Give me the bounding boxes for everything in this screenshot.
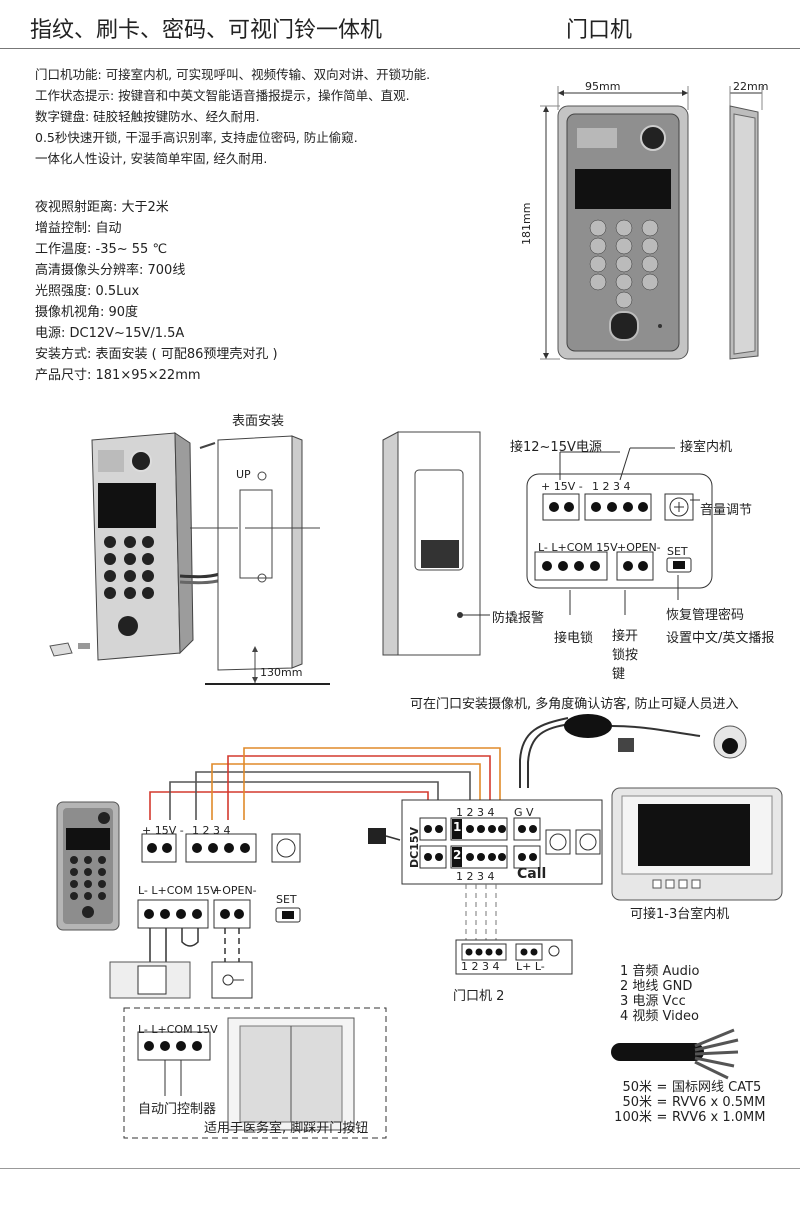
cable-legend-item: 1 音频 Audio	[620, 964, 700, 979]
spec-list: 夜视照射距离: 大于2米 增益控制: 自动 工作温度: -35~ 55 ℃ 高清…	[35, 197, 278, 386]
cable-type: 国标网线 CAT5	[672, 1080, 762, 1095]
cable-spec-row: 50米 = 国标网线 CAT5	[610, 1080, 765, 1095]
dist-port-2: 2	[453, 848, 462, 862]
width-dimension: 95mm	[585, 80, 621, 93]
monitor-note: 可接1-3台室内机	[630, 907, 730, 922]
spec-item: 电源: DC12V~15V/1.5A	[35, 326, 185, 341]
callout-lines	[460, 447, 700, 616]
equals-sign: =	[656, 1110, 668, 1125]
door2-label: 门口机 2	[453, 989, 505, 1004]
spec-item: 光照强度: 0.5Lux	[35, 284, 140, 299]
label-voice-language: 设置中文/英文播报	[666, 631, 775, 646]
label-exit-button: 接开锁按键	[612, 629, 639, 682]
header-divider	[0, 48, 800, 49]
feature-item: 0.5秒快速开锁, 干湿手高识别率, 支持虚位密码, 防止偷窥.	[35, 130, 358, 145]
label-lock: 接电锁	[554, 631, 594, 646]
page-subtitle: 门口机	[566, 18, 633, 43]
cable-legend-item: 3 电源 Vcc	[620, 994, 686, 1009]
dist-1234-bottom: 1 2 3 4	[456, 870, 495, 883]
depth-dimension: 22mm	[733, 80, 769, 93]
feature-item: 工作状态提示: 按键音和中英文智能语音播报提示，操作简单、直观.	[35, 88, 410, 103]
wiring-diagram	[56, 714, 783, 1139]
feature-list: 门口机功能: 可接室内机, 可实现呼叫、视频传输、双向对讲、开锁功能. 工作状态…	[35, 64, 430, 169]
terminal-com15: L- L+COM 15V	[538, 541, 618, 554]
terminal-board	[526, 473, 713, 589]
dist-port-1: 1	[453, 820, 462, 834]
dist-call-label: Call	[517, 866, 547, 882]
label-indoor: 接室内机	[680, 440, 733, 455]
cable-legend-item: 4 视频 Video	[620, 1009, 699, 1024]
terminal-open: +OPEN-	[617, 541, 661, 554]
up-label: UP	[236, 468, 251, 481]
label-power: 接12~15V电源	[510, 440, 602, 455]
dimension-drawing	[540, 86, 763, 360]
door-open-label: +OPEN-	[213, 884, 257, 897]
spec-item: 高清摄像头分辨率: 700线	[35, 263, 186, 278]
label-reset-password: 恢复管理密码	[666, 608, 745, 623]
cable-length: 50米	[622, 1095, 652, 1110]
door-15v-label: + 15V -	[142, 824, 184, 837]
terminal-1234: 1 2 3 4	[592, 480, 631, 493]
cable-type: RVV6 x 0.5MM	[672, 1095, 766, 1110]
label-volume: 音量调节	[700, 503, 753, 518]
medical-note: 适用于医务室, 脚踩开门按钮	[204, 1121, 369, 1136]
door-set-label: SET	[276, 893, 297, 906]
label-tamper: 防撬报警	[492, 611, 545, 626]
gap-dimension: 130mm	[260, 666, 303, 679]
spec-item: 增益控制: 自动	[35, 221, 122, 236]
cable-spec-row: 50米 = RVV6 x 0.5MM	[610, 1095, 765, 1110]
spec-item: 工作温度: -35~ 55 ℃	[35, 242, 168, 257]
install-drawing	[49, 432, 330, 685]
height-dimension: 181mm	[520, 202, 533, 245]
equals-sign: =	[656, 1080, 668, 1095]
door2-lplus-label: L+ L-	[516, 960, 545, 973]
cable-legend-item: 2 地线 GND	[620, 979, 693, 994]
cable-spec-table: 50米 = 国标网线 CAT5 50米 = RVV6 x 0.5MM 100米 …	[610, 1080, 765, 1125]
dist-dc15v-label: DC15V	[408, 826, 421, 868]
footer-divider	[0, 1168, 800, 1169]
door2-1234-label: 1 2 3 4	[461, 960, 500, 973]
spec-item: 产品尺寸: 181×95×22mm	[35, 368, 201, 383]
back-plate	[382, 431, 481, 656]
feature-item: 数字键盘: 硅胶轻触按键防水、经久耐用.	[35, 109, 260, 124]
terminal-set: SET	[667, 545, 688, 558]
cable-type: RVV6 x 1.0MM	[672, 1110, 766, 1125]
cable-length: 100米	[614, 1110, 652, 1125]
cable-spec-row: 100米 = RVV6 x 1.0MM	[610, 1110, 765, 1125]
feature-item: 一体化人性设计, 安装简单牢固, 经久耐用.	[35, 151, 268, 166]
auto-door-com15-label: L- L+COM 15V	[138, 1023, 218, 1036]
cable-length: 50米	[622, 1080, 652, 1095]
auto-door-label: 自动门控制器	[138, 1102, 217, 1117]
door-com15-label: L- L+COM 15V	[138, 884, 218, 897]
camera-note: 可在门口安装摄像机, 多角度确认访客, 防止可疑人员进入	[410, 697, 739, 712]
dist-1234-top: 1 2 3 4	[456, 806, 495, 819]
feature-item: 门口机功能: 可接室内机, 可实现呼叫、视频传输、双向对讲、开锁功能.	[35, 67, 431, 82]
door-1234-label: 1 2 3 4	[192, 824, 231, 837]
spec-item: 夜视照射距离: 大于2米	[35, 200, 169, 215]
cable-legend: 1 音频 Audio 2 地线 GND 3 电源 Vcc 4 视频 Video	[620, 964, 700, 1024]
page-title: 指纹、刷卡、密码、可视门铃一体机	[30, 18, 383, 43]
equals-sign: =	[656, 1095, 668, 1110]
spec-item: 安装方式: 表面安装 ( 可配86预埋壳对孔 )	[35, 347, 278, 362]
terminal-15v: + 15V -	[541, 480, 583, 493]
dist-gv-label: G V	[514, 806, 534, 819]
install-title: 表面安装	[232, 414, 285, 429]
spec-item: 摄像机视角: 90度	[35, 305, 139, 320]
